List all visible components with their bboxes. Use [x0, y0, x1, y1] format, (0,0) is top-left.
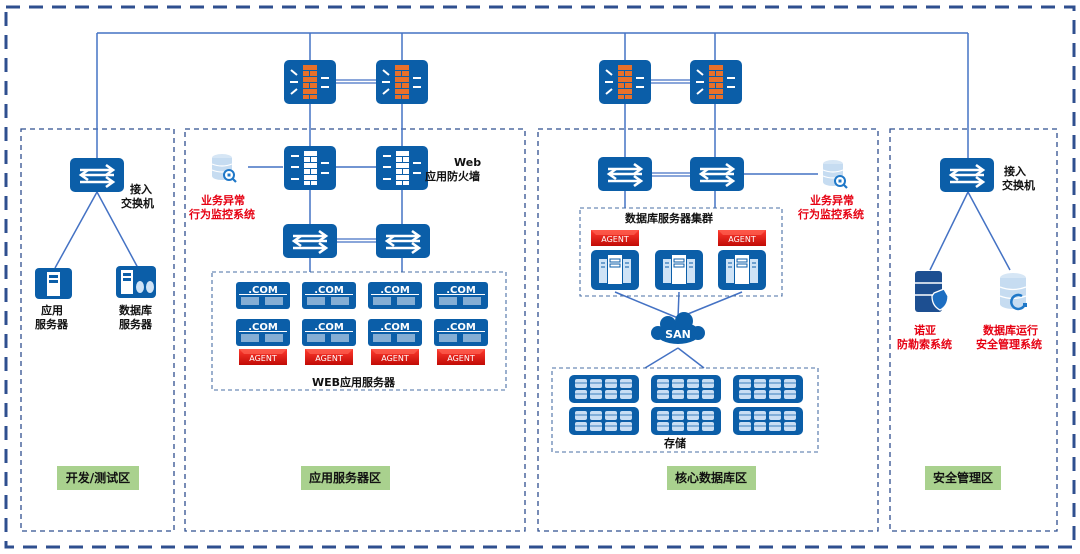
web-server-domain-text: .COM: [314, 322, 344, 333]
perimeter-firewall-2-icon[interactable]: [375, 59, 429, 105]
san-cloud-icon[interactable]: [651, 312, 705, 344]
db-cluster-group: [579, 207, 783, 297]
backbone-links: [54, 32, 1011, 369]
sec-switch-label-1: 接入: [1004, 164, 1026, 178]
ha-links: [336, 79, 692, 243]
db-agent-2-text: AGENT: [728, 235, 756, 244]
db-monitor-label-1: 业务异常: [810, 193, 854, 207]
waf-2-icon[interactable]: [375, 145, 429, 191]
web-server-domain-text: .COM: [314, 285, 344, 296]
san-label: SAN: [665, 328, 691, 341]
app-behavior-monitor-icon[interactable]: [210, 152, 238, 184]
web-server-domain-text: .COM: [248, 322, 278, 333]
web-agent-text: AGENT: [447, 354, 475, 363]
web-agent-text: AGENT: [315, 354, 343, 363]
db-cluster-label: 数据库服务器集群: [625, 211, 713, 225]
web-server-domain-text: .COM: [380, 322, 410, 333]
dev-switch-label-1: 接入: [130, 182, 152, 196]
web-agent-text: AGENT: [249, 354, 277, 363]
svg-text:开发/测试区: 开发/测试区: [66, 470, 130, 485]
db-server-icon[interactable]: [116, 266, 156, 298]
storage-array-2-icon[interactable]: [650, 374, 722, 404]
zone-db-boundary: [537, 128, 879, 532]
dbsec-label-1: 数据库运行: [983, 323, 1038, 337]
web-server-domain-text: .COM: [446, 285, 476, 296]
waf-label-1: Web: [454, 156, 481, 169]
storage-array-1-icon[interactable]: [568, 374, 640, 404]
web-server-grid: .COM .COM .COM .COM .COM .COM .COM .COM AGENT AGE…: [235, 281, 489, 365]
zone-label-sec: 安全管理区: [925, 466, 1001, 490]
web-server-domain-text: .COM: [248, 285, 278, 296]
ransom-label-1: 诺亚: [914, 323, 936, 337]
db-behavior-monitor-icon[interactable]: [821, 158, 849, 190]
db-cluster-server-1-icon[interactable]: [590, 249, 640, 291]
web-server-domain-text: .COM: [446, 322, 476, 333]
db-cluster-server-2-icon[interactable]: [654, 249, 704, 291]
zone-label-app: 应用服务器区: [301, 466, 390, 490]
app-monitor-label-2: 行为监控系统: [188, 207, 255, 221]
perimeter-firewall-4-icon[interactable]: [689, 59, 743, 105]
dbsec-label-2: 安全管理系统: [976, 337, 1042, 351]
zone-label-dev: 开发/测试区: [57, 466, 139, 490]
web-agent-text: AGENT: [381, 354, 409, 363]
sec-switch-label-2: 交换机: [1002, 178, 1035, 192]
zone-app-boundary: [184, 128, 526, 532]
web-server-group: [211, 271, 507, 391]
app-core-switch-1-icon[interactable]: [281, 222, 339, 260]
db-cluster-server-3-icon[interactable]: [717, 249, 767, 291]
storage-array-6-icon[interactable]: [732, 406, 804, 436]
db-core-switch-2-icon[interactable]: [688, 155, 746, 193]
db-security-mgmt-icon[interactable]: [999, 273, 1027, 311]
storage-array-4-icon[interactable]: [568, 406, 640, 436]
web-group-label: WEB应用服务器: [312, 375, 396, 389]
svg-text:安全管理区: 安全管理区: [933, 470, 993, 485]
dev-access-switch-icon[interactable]: [68, 156, 126, 194]
dev-db-server-label-2: 服务器: [119, 317, 153, 331]
waf-1-icon[interactable]: [283, 145, 337, 191]
dev-switch-label-2: 交换机: [121, 196, 154, 210]
waf-label-2: 应用防火墙: [425, 169, 480, 183]
storage-group: [551, 367, 819, 453]
zone-sec-boundary: [889, 128, 1058, 532]
db-monitor-label-2: 行为监控系统: [797, 207, 864, 221]
svg-text:应用服务器区: 应用服务器区: [309, 470, 381, 485]
storage-array-5-icon[interactable]: [650, 406, 722, 436]
zone-label-db: 核心数据库区: [667, 466, 756, 490]
db-agent-1-text: AGENT: [601, 235, 629, 244]
sec-access-switch-icon[interactable]: [938, 156, 996, 194]
web-server-domain-text: .COM: [380, 285, 410, 296]
db-core-switch-1-icon[interactable]: [596, 155, 654, 193]
outer-boundary: [4, 5, 1076, 549]
anti-ransomware-icon[interactable]: [915, 271, 949, 312]
app-monitor-label-1: 业务异常: [201, 193, 245, 207]
storage-label: 存储: [664, 436, 686, 450]
app-server-icon[interactable]: [35, 268, 72, 299]
perimeter-firewall-3-icon[interactable]: [598, 59, 652, 105]
app-core-switch-2-icon[interactable]: [374, 222, 432, 260]
dev-app-server-label-1: 应用: [41, 303, 63, 317]
dev-app-server-label-2: 服务器: [35, 317, 69, 331]
svg-text:核心数据库区: 核心数据库区: [675, 470, 747, 485]
storage-array-3-icon[interactable]: [732, 374, 804, 404]
ransom-label-2: 防勒索系统: [897, 337, 952, 351]
perimeter-firewall-1-icon[interactable]: [283, 59, 337, 105]
dev-db-server-label-1: 数据库: [119, 303, 152, 317]
